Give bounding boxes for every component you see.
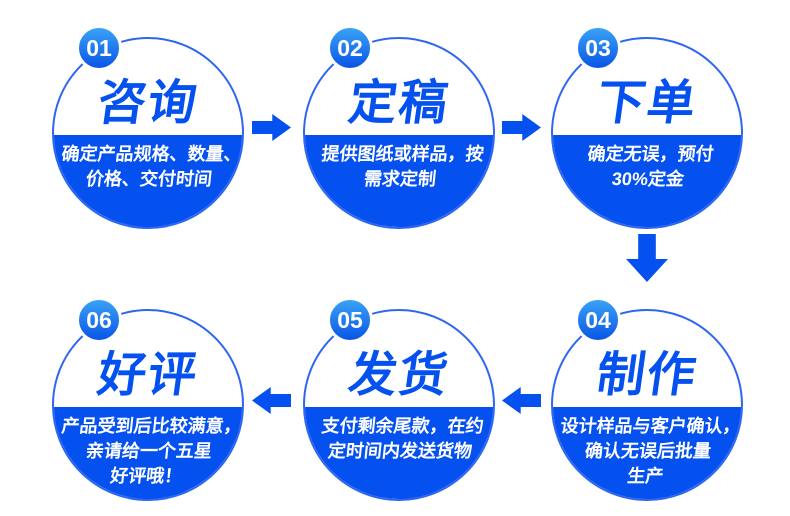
step-disc: 好评 产品受到后比较满意， 亲请给一个五星 好评哦！ bbox=[52, 309, 244, 501]
step-title: 下单 bbox=[593, 77, 701, 130]
step-desc-area: 确定产品规格、数量、 价格、交付时间 bbox=[54, 135, 243, 227]
step-number-badge: 04 bbox=[575, 297, 621, 343]
step-description: 确定产品规格、数量、 价格、交付时间 bbox=[60, 144, 243, 189]
step-circle-finalize: 定稿 提供图纸或样品，按 需求定制 02 bbox=[303, 25, 495, 229]
step-desc-area: 确定无误，预付 30%定金 bbox=[553, 135, 741, 227]
step-circle-production: 制作 设计样品与客户确认， 确认无误后批量 生产 04 bbox=[551, 297, 743, 501]
step-title: 咨询 bbox=[94, 77, 202, 130]
step-circle-order: 下单 确定无误，预付 30%定金 03 bbox=[551, 25, 743, 229]
step-number-badge: 02 bbox=[327, 25, 373, 71]
step-disc: 发货 支付剩余尾款，在约 定时间内发送货物 bbox=[303, 309, 495, 501]
step-number-badge: 06 bbox=[76, 297, 122, 343]
step-disc: 咨询 确定产品规格、数量、 价格、交付时间 bbox=[52, 37, 244, 229]
arrow-right-icon bbox=[252, 114, 291, 141]
step-description: 提供图纸或样品，按 需求定制 bbox=[320, 144, 485, 189]
step-number-badge: 03 bbox=[575, 25, 621, 71]
step-title: 制作 bbox=[593, 349, 701, 402]
arrow-left-icon bbox=[252, 387, 291, 414]
step-title: 好评 bbox=[94, 349, 202, 402]
step-disc: 制作 设计样品与客户确认， 确认无误后批量 生产 bbox=[551, 309, 743, 501]
arrow-down-icon bbox=[626, 234, 668, 282]
step-circle-shipping: 发货 支付剩余尾款，在约 定时间内发送货物 05 bbox=[303, 297, 495, 501]
step-disc: 定稿 提供图纸或样品，按 需求定制 bbox=[303, 37, 495, 229]
step-desc-area: 提供图纸或样品，按 需求定制 bbox=[305, 135, 493, 227]
arrow-left-icon bbox=[502, 387, 541, 414]
step-disc: 下单 确定无误，预付 30%定金 bbox=[551, 37, 743, 229]
step-title: 发货 bbox=[345, 349, 453, 402]
step-desc-area: 支付剩余尾款，在约 定时间内发送货物 bbox=[305, 407, 493, 499]
step-description: 确定无误，预付 30%定金 bbox=[586, 144, 715, 189]
arrow-right-icon bbox=[502, 114, 541, 141]
step-description: 设计样品与客户确认， 确认无误后批量 生产 bbox=[559, 416, 742, 486]
step-desc-area: 产品受到后比较满意， 亲请给一个五星 好评哦！ bbox=[54, 407, 243, 499]
step-number-badge: 01 bbox=[76, 25, 122, 71]
step-description: 产品受到后比较满意， 亲请给一个五星 好评哦！ bbox=[60, 416, 243, 486]
step-description: 支付剩余尾款，在约 定时间内发送货物 bbox=[320, 416, 485, 461]
step-desc-area: 设计样品与客户确认， 确认无误后批量 生产 bbox=[553, 407, 742, 499]
step-title: 定稿 bbox=[345, 77, 453, 130]
step-circle-review: 好评 产品受到后比较满意， 亲请给一个五星 好评哦！ 06 bbox=[52, 297, 244, 501]
step-number-badge: 05 bbox=[327, 297, 373, 343]
step-circle-consult: 咨询 确定产品规格、数量、 价格、交付时间 01 bbox=[52, 25, 244, 229]
